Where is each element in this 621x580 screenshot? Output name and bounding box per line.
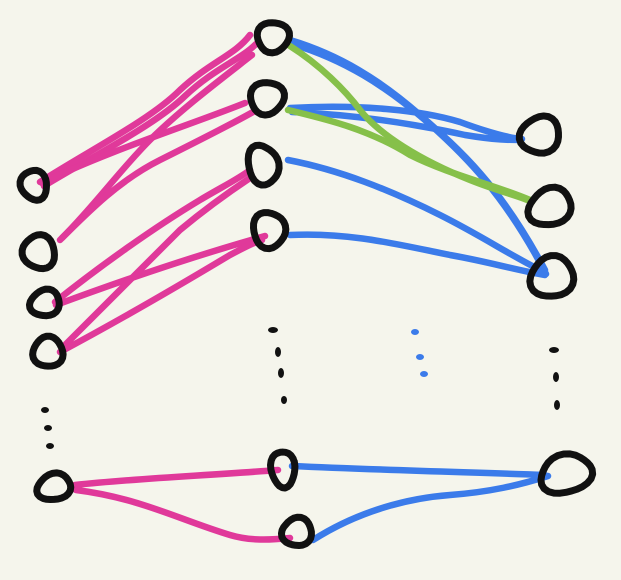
middle-node-2 (246, 79, 288, 119)
right-node-3 (526, 252, 578, 300)
left-column-ellipsis-dot-2 (44, 425, 52, 431)
between-columns-ellipsis (411, 329, 428, 377)
edge-left-1-middle-1 (36, 31, 254, 186)
middle-node-6 (277, 513, 315, 550)
middle-column-ellipsis (268, 327, 287, 404)
middle-node-1 (253, 19, 293, 57)
edge-left-4-middle-3 (58, 174, 254, 352)
right-node-4 (537, 450, 597, 497)
left-node-4 (29, 332, 67, 370)
edge-left-5-middle-6 (72, 486, 294, 543)
ellipsis-layer (41, 327, 560, 449)
edge-left-4-middle-4 (56, 236, 266, 356)
middle-node-3 (244, 141, 283, 189)
edge-left-5-middle-5 (71, 466, 282, 489)
middle-column-ellipsis-dot-3 (278, 368, 284, 378)
edge-middle-2-right-1 (286, 103, 526, 143)
right-column-ellipsis (549, 347, 560, 410)
edge-left-2-middle-2 (56, 108, 257, 244)
left-column-ellipsis (41, 407, 54, 449)
middle-column-ellipsis-dot-4 (281, 396, 287, 404)
right-column-ellipsis-dot-1 (549, 347, 559, 353)
nodes-layer (16, 19, 597, 550)
edge-left-3-middle-4 (52, 232, 269, 309)
left-node-2 (18, 231, 58, 273)
between-columns-ellipsis-dot-3 (420, 371, 428, 377)
right-column-ellipsis-dot-2 (553, 372, 559, 382)
right-node-2 (524, 183, 575, 229)
edges-layer (36, 31, 552, 544)
between-columns-ellipsis-dot-1 (411, 329, 419, 335)
middle-column-ellipsis-dot-2 (275, 347, 281, 357)
highlighted-edge-middle-1-right-2-branch (284, 106, 534, 204)
edge-middle-2-right-1-retrace (288, 108, 524, 144)
edge-middle-3-right-3 (284, 156, 544, 274)
middle-node-4 (250, 209, 290, 253)
middle-node-5 (267, 448, 299, 492)
edge-middle-1-right-2-retrace (288, 40, 550, 278)
right-node-1 (515, 112, 562, 157)
left-column-ellipsis-dot-1 (41, 407, 49, 413)
edge-middle-6-right-4 (309, 472, 552, 544)
left-node-1 (16, 166, 50, 204)
left-node-5 (33, 469, 75, 504)
right-column-ellipsis-dot-3 (554, 400, 560, 410)
left-node-3 (25, 285, 63, 320)
left-column-ellipsis-dot-3 (46, 443, 54, 449)
edge-left-3-middle-3 (51, 166, 254, 306)
between-columns-ellipsis-dot-2 (416, 354, 424, 360)
edge-middle-5-right-4 (288, 462, 549, 479)
middle-column-ellipsis-dot-1 (268, 327, 278, 333)
edge-middle-4-right-3 (286, 231, 549, 279)
